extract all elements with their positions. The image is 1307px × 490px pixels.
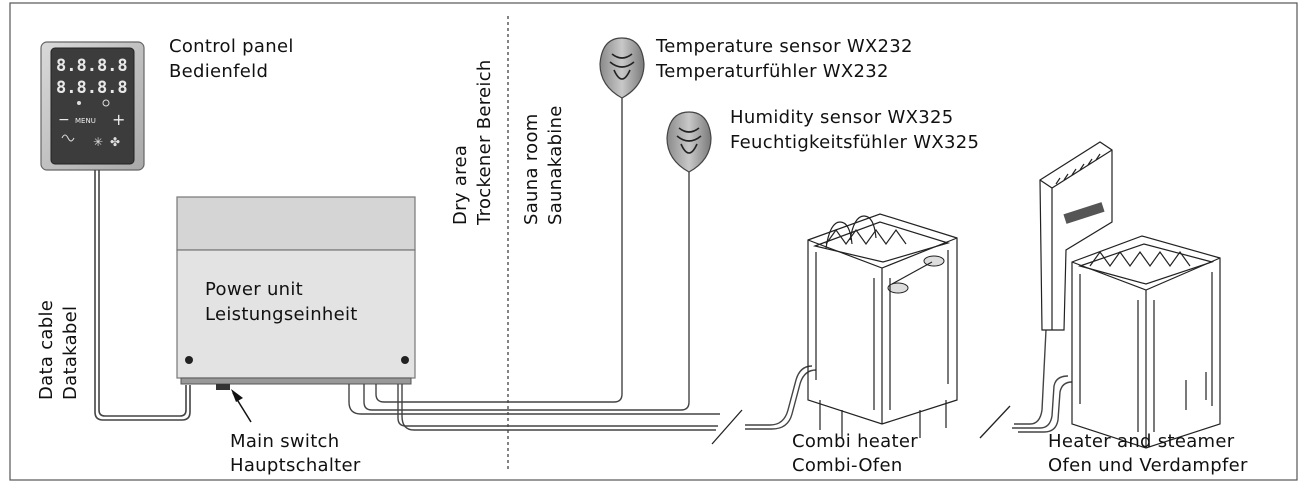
data-cable-label-en: Data cable (36, 300, 57, 400)
panel-plus: + (112, 110, 125, 129)
power-unit-box (176, 196, 416, 390)
main-switch-label-de: Hauptschalter (230, 455, 361, 476)
dry-area-label-en: Dry area (450, 145, 471, 225)
heater-steamer-label-de: Ofen und Verdampfer (1048, 455, 1248, 476)
panel-menu-label: MENU (75, 117, 96, 125)
power-unit-label-de: Leistungseinheit (205, 304, 358, 325)
humidity-sensor-label-de: Feuchtigkeitsfühler WX325 (730, 132, 979, 153)
sauna-room-label-en: Sauna room (521, 113, 542, 225)
temperature-sensor-label-en: Temperature sensor WX232 (655, 36, 913, 57)
panel-digits-top: 8.8.8.8 (56, 56, 128, 76)
main-switch-label-en: Main switch (230, 431, 339, 452)
temperature-sensor-label-de: Temperaturfühler WX232 (655, 61, 889, 82)
combi-heater-label-en: Combi heater (792, 431, 918, 452)
heater-steamer-label-en: Heater and steamer (1048, 431, 1235, 452)
combi-heater-label-de: Combi-Ofen (792, 455, 903, 476)
diagram-border (9, 2, 1298, 481)
control-panel-icon: 8.8.8.8 8.8.8.8 − MENU + ✳ ✤ (40, 41, 145, 171)
humidity-sensor-label-en: Humidity sensor WX325 (730, 107, 954, 128)
data-cable-label-de: Datakabel (60, 306, 81, 400)
control-panel-label-de: Bedienfeld (169, 61, 268, 82)
svg-text:✤: ✤ (110, 135, 120, 149)
sauna-room-label-de: Saunakabine (545, 105, 566, 225)
power-unit-label-en: Power unit (205, 279, 303, 300)
panel-minus: − (58, 112, 70, 128)
humidity-sensor-icon (666, 111, 712, 173)
combi-heater-illustration (807, 213, 958, 438)
steamer-unit-illustration (1039, 141, 1113, 331)
main-switch-arrow (231, 389, 252, 423)
temperature-sensor-icon (599, 37, 645, 99)
control-panel-label-en: Control panel (169, 36, 294, 57)
heater-and-steamer-illustration (1071, 235, 1221, 449)
panel-digits-bottom: 8.8.8.8 (56, 78, 128, 98)
dry-area-label-de: Trockener Bereich (474, 59, 495, 226)
svg-text:✳: ✳ (93, 135, 103, 149)
